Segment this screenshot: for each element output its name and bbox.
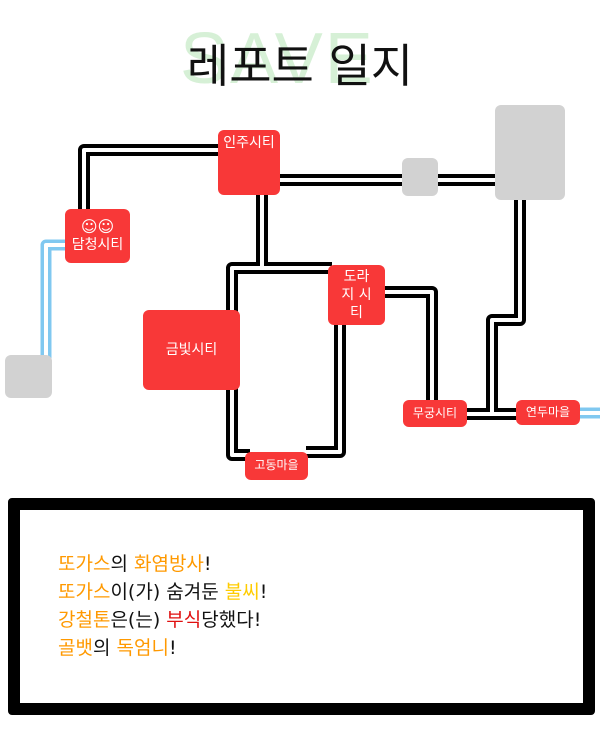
locked-area-small bbox=[402, 158, 438, 196]
city-injoo[interactable]: 인주시티 bbox=[218, 130, 280, 195]
town-yeondu[interactable]: 연두마을 bbox=[516, 400, 580, 425]
roads bbox=[40, 144, 600, 461]
dialog-line: 또가스의 화염방사! bbox=[58, 550, 267, 578]
status-name: 부식 bbox=[166, 609, 202, 631]
trainer-icon: ☺☺ bbox=[80, 216, 115, 236]
item-name: 불씨 bbox=[224, 581, 260, 603]
text: ! bbox=[203, 553, 212, 575]
pokemon-name: 또가스 bbox=[58, 553, 111, 575]
town-godong[interactable]: 고동마을 bbox=[245, 452, 308, 480]
pokemon-name: 또가스 bbox=[58, 581, 111, 603]
page-title: 레포트 일지 bbox=[186, 39, 414, 93]
text: ! bbox=[168, 637, 177, 659]
text: 의 bbox=[92, 637, 117, 659]
city-mugung[interactable]: 무궁시티 bbox=[403, 400, 467, 427]
city-damcheong[interactable]: ☺☺ 담청시티 bbox=[65, 209, 130, 263]
text: ! bbox=[259, 581, 268, 603]
dialog-text: 또가스의 화염방사! 또가스이(가) 숨겨둔 불씨! 강철톤은(는) 부식당했다… bbox=[58, 550, 267, 662]
dialog-line: 골뱃의 독엄니! bbox=[58, 634, 267, 662]
route-map bbox=[40, 144, 600, 461]
pokemon-name: 강철톤 bbox=[58, 609, 111, 631]
save-watermark: SAVE bbox=[180, 19, 375, 99]
text: 이(가) 숨겨둔 bbox=[110, 581, 225, 603]
text: 당했다! bbox=[201, 609, 262, 631]
locked-area-northeast bbox=[495, 105, 565, 200]
text: 은(는) bbox=[110, 609, 167, 631]
move-name: 독엄니 bbox=[116, 637, 169, 659]
pokemon-name: 골뱃 bbox=[58, 637, 93, 659]
text: 의 bbox=[110, 553, 134, 575]
city-geumbit[interactable]: 금빛시티 bbox=[143, 310, 240, 390]
water-routes-inner bbox=[44, 243, 600, 415]
city-label: 담청시티 bbox=[71, 236, 124, 253]
dialog-line: 강철톤은(는) 부식당했다! bbox=[58, 606, 267, 634]
dialog-box[interactable]: 또가스의 화염방사! 또가스이(가) 숨겨둔 불씨! 강철톤은(는) 부식당했다… bbox=[8, 498, 595, 715]
move-name: 화염방사 bbox=[133, 553, 204, 575]
locked-area-west bbox=[5, 355, 52, 398]
city-doraji[interactable]: 도라지 시티 bbox=[328, 265, 385, 325]
dialog-line: 또가스이(가) 숨겨둔 불씨! bbox=[58, 578, 267, 606]
